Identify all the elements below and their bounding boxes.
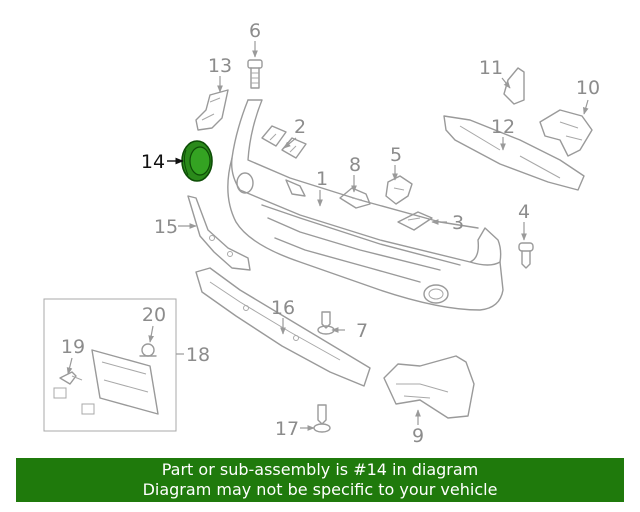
callout-numbers: 1 2 3 4 5 6 7 8 9 10 11 12 13 14 15 16 1… bbox=[61, 20, 600, 447]
callout-17: 17 bbox=[275, 418, 299, 440]
screw-part-7 bbox=[317, 311, 335, 335]
callout-8: 8 bbox=[349, 154, 361, 176]
callout-16: 16 bbox=[271, 297, 295, 319]
callout-9: 9 bbox=[412, 425, 424, 447]
highlighted-plug-part-14 bbox=[181, 140, 213, 182]
callout-1: 1 bbox=[316, 168, 328, 190]
clip-part-8 bbox=[339, 187, 371, 209]
bumper-fascia-part bbox=[227, 99, 504, 311]
info-banner: Part or sub-assembly is #14 in diagram D… bbox=[16, 458, 624, 502]
callout-6: 6 bbox=[249, 20, 261, 42]
callout-18: 18 bbox=[186, 344, 210, 366]
bolt-part-6 bbox=[247, 59, 263, 89]
callout-4: 4 bbox=[518, 201, 530, 223]
callout-5: 5 bbox=[390, 144, 402, 166]
banner-line-part-number: Part or sub-assembly is #14 in diagram bbox=[161, 460, 479, 479]
bracket-part-15 bbox=[187, 195, 251, 271]
callout-11: 11 bbox=[479, 57, 503, 79]
bracket-part-13 bbox=[195, 89, 229, 131]
banner-line-disclaimer: Diagram may not be specific to your vehi… bbox=[142, 480, 498, 499]
clip-part-3 bbox=[397, 211, 433, 231]
leader-lines bbox=[66, 41, 589, 431]
clip-part-5 bbox=[385, 175, 413, 205]
callout-7: 7 bbox=[356, 320, 368, 342]
bracket-part-11 bbox=[503, 67, 525, 105]
license-plate-inset-box bbox=[43, 298, 184, 432]
callout-13: 13 bbox=[208, 55, 232, 77]
callout-3: 3 bbox=[452, 212, 464, 234]
valance-part-16 bbox=[195, 267, 371, 387]
callout-10: 10 bbox=[576, 77, 600, 99]
callout-19: 19 bbox=[61, 336, 85, 358]
callout-14-highlighted: 14 bbox=[141, 151, 165, 173]
bracket-part-10 bbox=[539, 109, 593, 157]
reinforcement-part-12 bbox=[443, 115, 585, 191]
callout-2: 2 bbox=[294, 116, 306, 138]
parts-diagram: 1 2 3 4 5 6 7 8 9 10 11 12 13 14 15 16 1… bbox=[43, 20, 600, 447]
callout-12: 12 bbox=[491, 116, 515, 138]
callout-15: 15 bbox=[154, 216, 178, 238]
corner-extension-part-9 bbox=[383, 355, 475, 419]
screw-part-17 bbox=[313, 404, 331, 433]
push-clip-part-4 bbox=[518, 242, 534, 269]
callout-20: 20 bbox=[142, 304, 166, 326]
